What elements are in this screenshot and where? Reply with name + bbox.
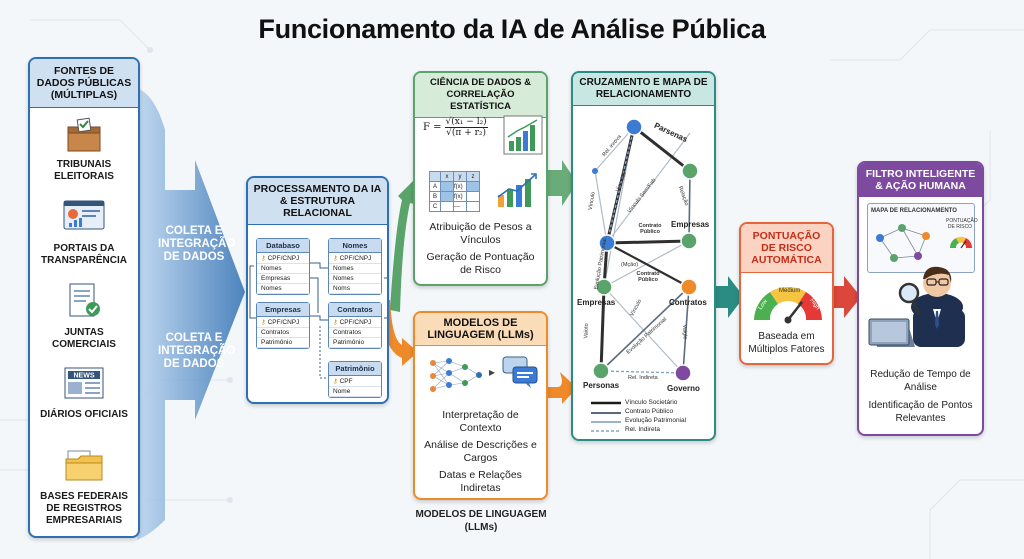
llm-line2: Análise de Descrições e Cargos bbox=[424, 439, 537, 464]
source-label-diarios: DIÁRIOS OFICIAIS bbox=[40, 409, 128, 420]
source-label-bases: BASES FEDERAIS DE REGISTROS EMPRESARIAIS bbox=[40, 491, 128, 526]
green-flow-arrow bbox=[390, 180, 418, 312]
legend-item: Evolução Patrimonial bbox=[625, 417, 687, 424]
red-to-filter-arrow bbox=[834, 276, 861, 318]
edge-label: Vaioto bbox=[583, 323, 590, 339]
node-label-empresas-right: Empresas bbox=[671, 220, 710, 229]
gauge-low-label: Low bbox=[758, 298, 770, 311]
legend-item: Contrato Público bbox=[625, 408, 674, 415]
processing-header: PROCESSAMENTO DA IA & ESTRUTURA RELACION… bbox=[248, 178, 387, 225]
source-label-juntas: JUNTAS COMERCIAIS bbox=[52, 327, 116, 350]
newspaper-icon: NEWS bbox=[64, 367, 104, 399]
page-title: Funcionamento da IA de Análise Pública bbox=[258, 14, 766, 44]
edge-label: (Mção) bbox=[621, 262, 639, 268]
ballot-box-icon bbox=[67, 117, 101, 152]
source-label-portais: PORTAIS DA TRANSPARÊNCIA bbox=[41, 243, 127, 266]
llm-footer: MODELOS DE LINGUAGEM (LLMs) bbox=[415, 509, 547, 533]
data-science-line2: Geração de Pontuação de Risco bbox=[426, 251, 535, 276]
table-links bbox=[249, 262, 387, 379]
document-icon bbox=[69, 283, 100, 317]
filter-line1: Redução de Tempo de Análise bbox=[870, 369, 971, 393]
blue-flow-arrow bbox=[137, 88, 245, 540]
dashboard-icon bbox=[63, 200, 105, 230]
edge-label: Contrato Público bbox=[638, 223, 662, 235]
filter-panel: FILTRO INTELIGENTE & AÇÃO HUMANA MAPA DE… bbox=[857, 161, 984, 436]
table-contratos: Contratos CPF/CNPJ Contratos Patrimônio bbox=[328, 302, 382, 349]
sources-header: FONTES DE DADOS PÚBLICAS (MÚLTIPLAS) bbox=[30, 59, 138, 108]
node-label-governo: Governo bbox=[667, 384, 700, 393]
llm-panel: MODELOS DE LINGUAGEM (LLMs) ▸ Interpreta… bbox=[413, 311, 548, 500]
analyst-person-icon bbox=[868, 266, 965, 347]
table-patrimonio: Patrimônio CPF Nome bbox=[328, 361, 382, 398]
table-nomes: Nomes CPF/CNPJ Nomes Nomes Noms bbox=[328, 238, 382, 295]
mini-gauge-icon bbox=[949, 236, 973, 249]
risk-header: PONTUAÇÃO DE RISCO AUTOMÁTICA bbox=[741, 224, 832, 273]
chat-bubble-icon bbox=[502, 356, 538, 388]
arrow-label-bottom: COLETA E INTEGRAÇÃO DE DADOS bbox=[158, 332, 236, 370]
legend-item: Vínculo Societário bbox=[625, 399, 678, 406]
edge-label: Rel. Indireta bbox=[628, 375, 658, 381]
data-science-line1: Atribuição de Pesos a Vínculos bbox=[429, 221, 532, 246]
green-to-graph-arrow bbox=[548, 160, 577, 206]
arrow-right-icon: ▸ bbox=[489, 365, 496, 379]
edge-label: Contrato Público bbox=[636, 271, 660, 283]
screen-left-label: MAPA DE RELACIONAMENTO bbox=[871, 208, 957, 214]
teal-to-risk-arrow bbox=[716, 276, 744, 318]
node-label-empresas-left: Empresas bbox=[577, 298, 616, 307]
table-empresas: Empresas CPF/CNPJ Contratos Patrimônio bbox=[256, 302, 310, 349]
legend-item: Rel. Indireta bbox=[625, 426, 661, 433]
neural-network-icon bbox=[430, 358, 482, 392]
processing-panel: PROCESSAMENTO DA IA & ESTRUTURA RELACION… bbox=[246, 176, 389, 404]
llm-line1: Interpretação de Contexto bbox=[442, 409, 519, 434]
relationship-graph bbox=[591, 118, 699, 432]
mini-graph-icon bbox=[876, 224, 930, 262]
sources-panel: FONTES DE DADOS PÚBLICAS (MÚLTIPLAS) TRI… bbox=[28, 57, 140, 538]
node-label-contratos: Contratos bbox=[669, 298, 707, 307]
edge-label: Vaigle bbox=[681, 324, 688, 340]
orange-to-graph-arrow bbox=[548, 372, 577, 404]
risk-gauge-icon: Low Medium High bbox=[754, 286, 822, 324]
filter-line2: Identificação de Pontos Relevantes bbox=[868, 400, 973, 424]
llm-line3: Datas e Relações Indiretas bbox=[439, 469, 522, 494]
source-label-tribunais: TRIBUNAIS ELEITORAIS bbox=[54, 159, 114, 182]
svg-text:NEWS: NEWS bbox=[74, 373, 95, 380]
data-science-panel: CIÊNCIA DE DADOS & CORRELAÇÃO ESTATÍSTIC… bbox=[413, 71, 548, 286]
gauge-high-label: High bbox=[808, 298, 820, 312]
data-science-header: CIÊNCIA DE DADOS & CORRELAÇÃO ESTATÍSTIC… bbox=[415, 73, 546, 118]
llm-header: MODELOS DE LINGUAGEM (LLMs) bbox=[415, 313, 546, 346]
bar-chart-icon bbox=[503, 115, 543, 155]
filter-header: FILTRO INTELIGENTE & AÇÃO HUMANA bbox=[859, 163, 982, 197]
trend-chart-icon bbox=[497, 173, 537, 207]
graph-legend: Vínculo Societário Contrato Público Evol… bbox=[625, 398, 686, 434]
risk-caption: Baseada em Múltiplos Fatores bbox=[748, 331, 825, 355]
folder-icon bbox=[65, 450, 103, 481]
graph-header: CRUZAMENTO E MAPA DE RELACIONAMENTO bbox=[573, 73, 714, 106]
risk-panel: PONTUAÇÃO DE RISCO AUTOMÁTICA Low Medium… bbox=[739, 222, 834, 365]
filter-screen: MAPA DE RELACIONAMENTO PONTUAÇÃO DE RISC… bbox=[867, 203, 978, 273]
table-database: Databaso CPF/CNPJ Nomes Empresas Nomes bbox=[256, 238, 310, 295]
formula: F = √(x₁ − l₂) √(π + r₂) bbox=[423, 117, 488, 138]
orange-flow-arrow bbox=[380, 300, 418, 366]
screen-right-label: PONTUAÇÃO DE RISCO bbox=[946, 218, 978, 230]
graph-panel: CRUZAMENTO E MAPA DE RELACIONAMENTO bbox=[571, 71, 716, 441]
gauge-medium-label: Medium bbox=[779, 288, 800, 294]
arrow-label-top: COLETA E INTEGRAÇÃO DE DADOS bbox=[158, 225, 236, 263]
mini-table: x y z A f(x) B f(x) C --- bbox=[429, 171, 480, 212]
node-label-personas: Personas bbox=[583, 381, 620, 390]
